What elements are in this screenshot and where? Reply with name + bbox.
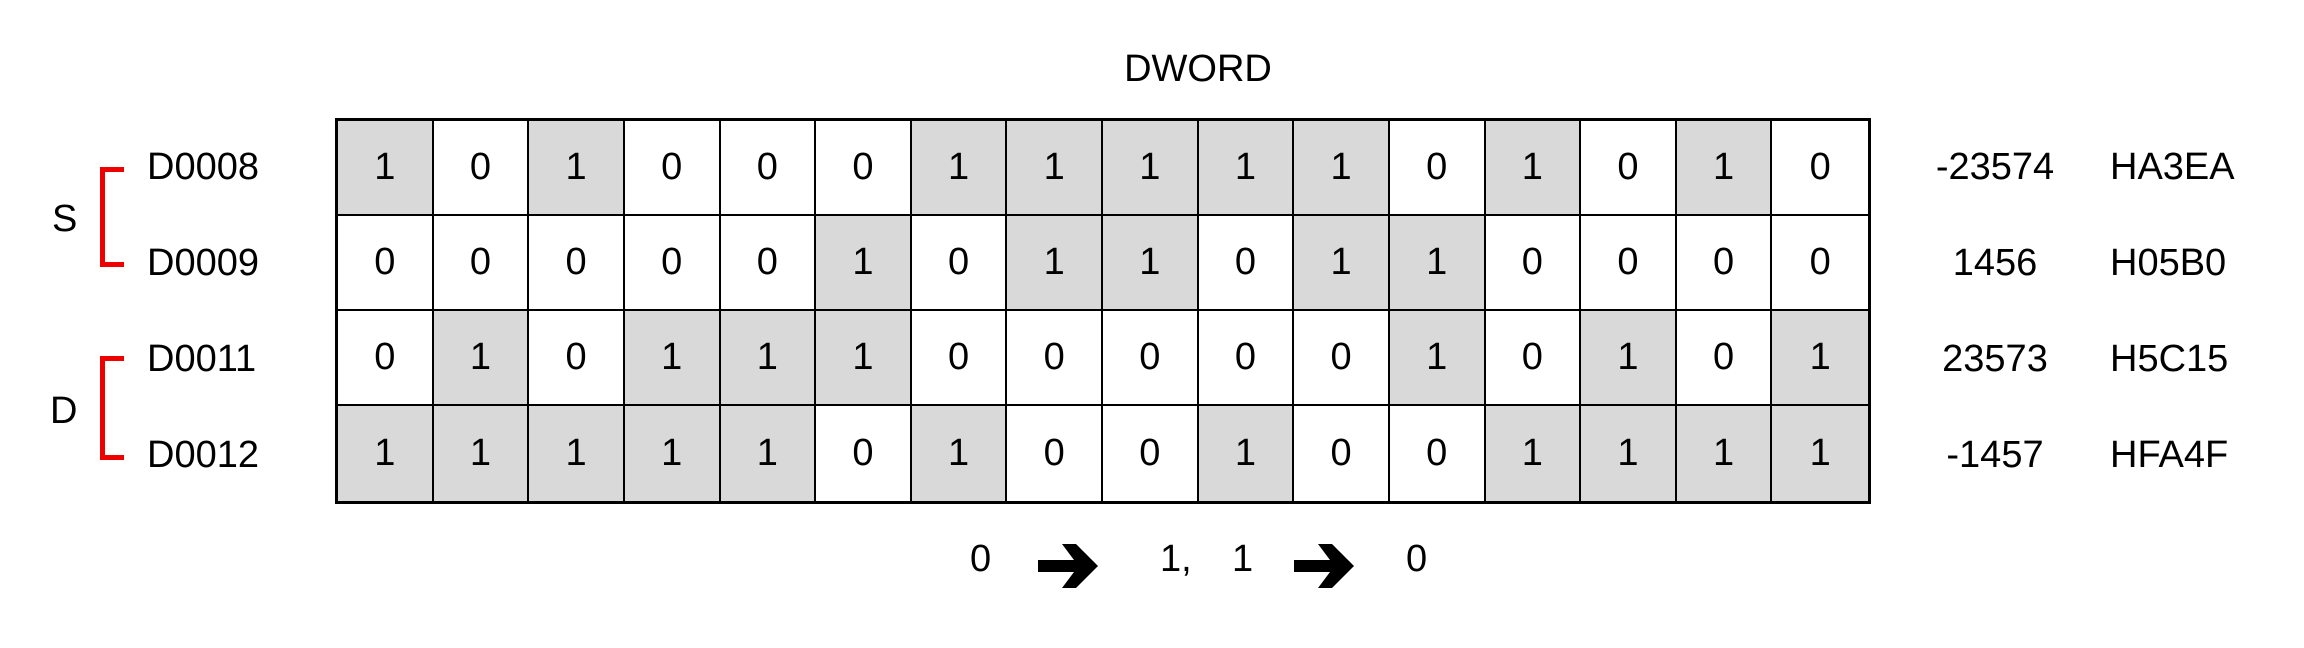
bit-cell: 0: [1007, 406, 1103, 501]
hex-value: H05B0: [2110, 242, 2227, 284]
bit-cell: 0: [529, 311, 625, 406]
register-label: D0012: [147, 434, 259, 476]
bit-cell: 1: [1485, 121, 1582, 216]
bit-cell: 1: [1581, 311, 1677, 406]
bit-cell: 0: [338, 216, 434, 311]
bit-cell: 0: [1772, 216, 1868, 311]
right-arrow-icon: [1294, 544, 1354, 588]
register-label: D0008: [147, 146, 259, 188]
hex-value: H5C15: [2110, 338, 2229, 380]
legend-second-from: 1: [1232, 538, 1254, 580]
bit-cell: 0: [816, 121, 912, 216]
decimal-value: 23573: [1942, 338, 2048, 380]
bit-cell: 0: [720, 121, 817, 216]
decimal-value: -23574: [1935, 146, 2055, 188]
bit-cell: 0: [1676, 216, 1773, 311]
dword-title: DWORD: [1124, 48, 1272, 90]
bit-cell: 0: [1103, 406, 1199, 501]
bit-cell: 0: [1294, 406, 1390, 501]
bit-cell: 1: [1772, 311, 1868, 406]
bit-cell: 0: [433, 216, 530, 311]
bit-cell: 0: [1581, 121, 1677, 216]
bit-cell: 0: [338, 311, 434, 406]
bit-cell: 0: [1581, 216, 1677, 311]
bit-cell: 1: [1485, 406, 1582, 501]
bit-cell: 1: [1007, 216, 1103, 311]
bit-cell: 0: [1676, 311, 1773, 406]
hex-value: HFA4F: [2110, 434, 2229, 476]
legend-first-to: 1,: [1160, 538, 1192, 580]
group-bracket-s: [100, 167, 124, 267]
bit-cell: 0: [1007, 311, 1103, 406]
bit-cell: 1: [1581, 406, 1677, 501]
decimal-value: -1457: [1946, 434, 2044, 476]
bit-cell: 1: [1676, 121, 1773, 216]
right-arrow-icon: [1038, 544, 1098, 588]
bit-cell: 0: [1198, 311, 1295, 406]
bit-cell: 0: [1485, 311, 1582, 406]
bit-cell: 1: [338, 406, 434, 501]
decimal-value: 1456: [1952, 242, 2038, 284]
bit-cell: 1: [1676, 406, 1773, 501]
bit-cell: 1: [433, 311, 530, 406]
bit-cell: 1: [1772, 406, 1868, 501]
bit-cell: 0: [1389, 121, 1486, 216]
bit-cell: 1: [1198, 406, 1295, 501]
bit-cell: 0: [1772, 121, 1868, 216]
bit-cell: 0: [911, 311, 1008, 406]
bit-cell: 1: [720, 406, 817, 501]
bit-cell: 1: [1103, 121, 1199, 216]
group-label-d: D: [50, 390, 78, 432]
group-label-s: S: [52, 198, 78, 240]
bit-cell: 1: [911, 406, 1008, 501]
bit-cell: 1: [1103, 216, 1199, 311]
bit-cell: 0: [816, 406, 912, 501]
bit-cell: 1: [1389, 311, 1486, 406]
register-label: D0009: [147, 242, 259, 284]
bit-cell: 1: [1389, 216, 1486, 311]
bit-cell: 0: [529, 216, 625, 311]
bit-cell: 0: [1389, 406, 1486, 501]
bit-cell: 1: [911, 121, 1008, 216]
bit-cell: 1: [816, 311, 912, 406]
bit-cell: 1: [433, 406, 530, 501]
bit-cell: 1: [720, 311, 817, 406]
bit-cell: 0: [720, 216, 817, 311]
bit-cell: 0: [624, 121, 721, 216]
bit-cell: 0: [433, 121, 530, 216]
bit-cell: 0: [1485, 216, 1582, 311]
bit-cell: 1: [529, 121, 625, 216]
legend-first-from: 0: [970, 538, 992, 580]
bit-cell: 0: [1103, 311, 1199, 406]
legend-second-to: 0: [1406, 538, 1428, 580]
bit-cell: 1: [1294, 216, 1390, 311]
bit-cell: 1: [1007, 121, 1103, 216]
bit-cell: 1: [1294, 121, 1390, 216]
bit-cell: 1: [338, 121, 434, 216]
bit-cell: 1: [624, 406, 721, 501]
bit-cell: 0: [624, 216, 721, 311]
register-label: D0011: [147, 338, 257, 380]
bit-cell: 1: [529, 406, 625, 501]
bit-cell: 0: [911, 216, 1008, 311]
group-bracket-d: [100, 356, 124, 460]
bit-cell: 1: [1198, 121, 1295, 216]
bit-cell: 1: [816, 216, 912, 311]
bit-cell: 0: [1198, 216, 1295, 311]
bit-cell: 0: [1294, 311, 1390, 406]
hex-value: HA3EA: [2110, 146, 2235, 188]
bit-cell: 1: [624, 311, 721, 406]
